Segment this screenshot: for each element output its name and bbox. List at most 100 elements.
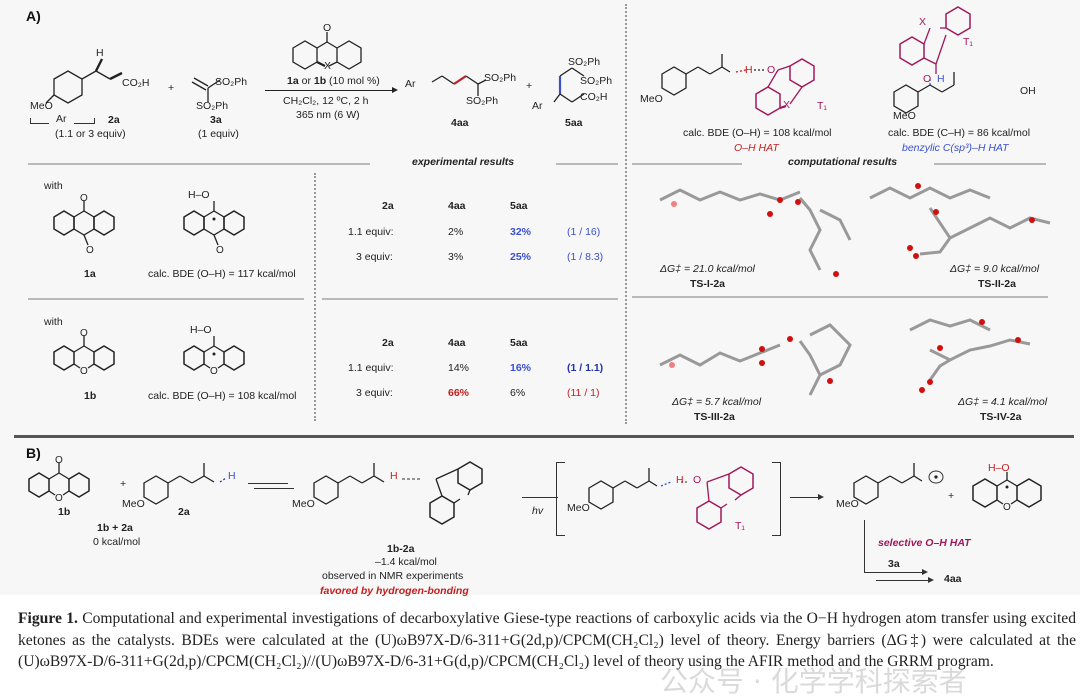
atom-x: X bbox=[783, 99, 791, 111]
plus-sign-products: + bbox=[526, 80, 533, 92]
divider bbox=[28, 163, 370, 165]
watermark: 公众号 · 化学学科探索者 bbox=[660, 665, 967, 698]
complex-label: 1b-2a bbox=[387, 543, 415, 555]
conditions-light: 365 nm (6 W) bbox=[296, 109, 360, 121]
branch-line bbox=[864, 520, 865, 572]
complex-energy: –1.4 kcal/mol bbox=[375, 556, 437, 568]
selective-hat-label: selective O–H HAT bbox=[878, 537, 971, 549]
yield-5aa: 16% bbox=[510, 362, 532, 374]
arrow-head bbox=[818, 494, 824, 500]
bracket-left bbox=[556, 462, 565, 536]
ts-ii-barrier: ΔG‡ = 9.0 kcal/mol bbox=[950, 263, 1040, 275]
radical-oh-label: H–O bbox=[188, 189, 210, 201]
divider bbox=[934, 163, 1046, 165]
product-5aa-carboxyl: CO₂H bbox=[580, 91, 608, 103]
plus-sign: + bbox=[168, 82, 175, 94]
atom-o: O bbox=[767, 64, 776, 76]
equiv-3a: (1 equiv) bbox=[198, 128, 239, 140]
header-2a: 2a bbox=[382, 200, 394, 212]
bde-1b-label: calc. BDE (O–H) = 108 kcal/mol bbox=[148, 390, 297, 402]
ts-i-2a-model bbox=[659, 188, 852, 277]
methoxy-group: MeO bbox=[292, 498, 315, 510]
divider bbox=[28, 298, 304, 300]
reaction-arrow bbox=[265, 90, 395, 91]
atom-h: H bbox=[745, 64, 753, 76]
row-equiv: 3 equiv: bbox=[356, 387, 393, 399]
branch-arrow bbox=[864, 572, 924, 573]
compound-4aa-label: 4aa bbox=[451, 117, 469, 129]
row-equiv: 3 equiv: bbox=[356, 251, 393, 263]
product-5aa-sulfonyl-2: SO₂Ph bbox=[580, 75, 613, 87]
substrate-2a-structure bbox=[45, 58, 123, 104]
equiv-2a: (1.1 or 3 equiv) bbox=[55, 128, 126, 140]
ratio: (11 / 1) bbox=[567, 387, 600, 399]
atom-h: H bbox=[390, 470, 398, 482]
catalyst-structure bbox=[292, 32, 362, 70]
vertical-divider bbox=[625, 4, 627, 424]
methoxy-group: MeO bbox=[122, 498, 145, 510]
svg-text:O: O bbox=[216, 245, 224, 256]
atom-o: O bbox=[923, 73, 932, 85]
svg-text:O: O bbox=[55, 455, 63, 466]
arrow-head bbox=[922, 569, 928, 575]
catalyst-1a-structure: O O bbox=[53, 193, 115, 256]
header-4aa: 4aa bbox=[448, 337, 466, 349]
compound-2a-label: 2a bbox=[108, 114, 120, 126]
yield-4aa: 66% bbox=[448, 387, 470, 399]
compound-3a-label: 3a bbox=[210, 114, 222, 126]
caption-text: Computational and experimental investiga… bbox=[18, 610, 1076, 670]
yield-4aa: 2% bbox=[448, 226, 464, 238]
ts-iii-2a-model bbox=[659, 323, 852, 396]
header-4aa: 4aa bbox=[448, 200, 466, 212]
equilibrium-arrow-forward bbox=[248, 483, 288, 484]
arrow-head bbox=[928, 577, 934, 583]
catalyst-atom-x: X bbox=[324, 60, 332, 72]
catalyst-1b-structure: O O bbox=[53, 328, 115, 377]
with-label: with bbox=[44, 316, 63, 328]
figure-panel: A) H CO₂H MeO Ar 2a (1.1 or 3 equiv) + S… bbox=[14, 4, 1074, 597]
acid-oh: OH bbox=[1020, 85, 1036, 97]
start-energy: 0 kcal/mol bbox=[93, 536, 141, 548]
vertical-divider bbox=[314, 173, 316, 421]
ts-iii-barrier: ΔG‡ = 5.7 kcal/mol bbox=[672, 396, 762, 408]
divider bbox=[556, 163, 618, 165]
panel-a-label: A) bbox=[26, 8, 41, 24]
carboxyl-group: CO₂H bbox=[122, 77, 150, 89]
compound-1b-label: 1b bbox=[84, 390, 97, 402]
triplet-state-label: T₁ bbox=[735, 520, 745, 532]
final-product-label: 4aa bbox=[944, 573, 962, 585]
methoxy-group: MeO bbox=[836, 498, 859, 510]
ts-iii-label: TS-III-2a bbox=[694, 411, 735, 423]
atom-h: H bbox=[228, 470, 236, 482]
methoxy-group: MeO bbox=[567, 502, 590, 514]
radical-oh-label: H–O bbox=[988, 462, 1010, 474]
panel-separator bbox=[14, 435, 1074, 438]
radical-1a-structure: O bbox=[183, 201, 245, 256]
compound-1b-label: 1b bbox=[58, 506, 71, 518]
radical-oh-label: H–O bbox=[190, 324, 212, 336]
reagent-3a-label: 3a bbox=[888, 558, 900, 570]
ratio: (1 / 8.3) bbox=[567, 251, 604, 263]
acid-2a-structure bbox=[143, 463, 227, 505]
yield-5aa: 32% bbox=[510, 226, 532, 238]
product-5aa-structure bbox=[553, 67, 585, 103]
svg-text:O: O bbox=[1003, 502, 1011, 513]
conditions-solvent: CH₂Cl₂, 12 ºC, 2 h bbox=[283, 95, 369, 107]
excited-complex-structure bbox=[588, 466, 754, 530]
ts-iv-barrier: ΔG‡ = 4.1 kcal/mol bbox=[958, 396, 1048, 408]
triplet-state-label: T₁ bbox=[963, 36, 973, 48]
header-5aa: 5aa bbox=[510, 337, 528, 349]
product-4aa-sulfonyl-2: SO₂Ph bbox=[466, 95, 499, 107]
start-combined-label: 1b + 2a bbox=[97, 522, 133, 534]
ch-hat-label: benzylic C(sp³)–H HAT bbox=[902, 142, 1009, 154]
complex-nmr-note: observed in NMR experiments bbox=[322, 570, 464, 582]
arrow-head bbox=[392, 87, 398, 93]
sulfonyl-group-2: SO₂Ph bbox=[196, 100, 229, 112]
experimental-results-header: experimental results bbox=[412, 156, 515, 168]
hv-label: hv bbox=[532, 505, 544, 517]
radical-1b-structure: O bbox=[183, 336, 245, 377]
catalyst-loading: 1a or 1b (10 mol %) bbox=[287, 75, 380, 87]
ts-ii-2a-model bbox=[869, 183, 1051, 259]
sulfonyl-group-1: SO₂Ph bbox=[215, 76, 248, 88]
svg-text:O: O bbox=[80, 366, 88, 377]
